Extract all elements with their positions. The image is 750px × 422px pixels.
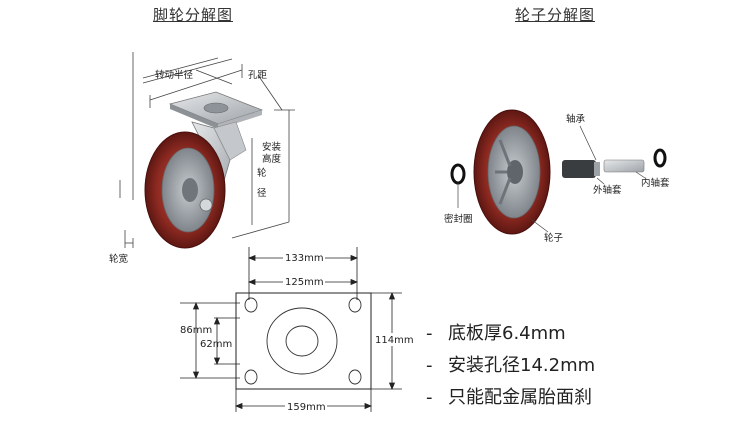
wheel-diameter-label-2: 径 [257, 187, 267, 199]
wheel-exploded-title: 轮子分解图 [515, 6, 596, 24]
spec-item: -安装孔径14.2mm [426, 355, 596, 376]
swivel-radius-label: 转动半径 [155, 69, 194, 81]
install-height-label-2: 高度 [262, 153, 282, 165]
dim-86mm: 86mm [180, 325, 212, 336]
caster-dimension-lines [119, 52, 295, 248]
install-height-label-1: 安装 [262, 141, 282, 153]
inner-sleeve-label: 内轴套 [641, 177, 670, 189]
dim-62mm: 62mm [200, 339, 232, 350]
spec-mount-hole: 安装孔径14.2mm [448, 355, 596, 376]
spec-brake-note: 只能配金属胎面刹 [448, 387, 592, 408]
dim-114mm: 114mm [375, 335, 414, 346]
wheel-width-label: 轮宽 [109, 253, 129, 265]
spec-item: -底板厚6.4mm [426, 323, 566, 344]
spec-item: -只能配金属胎面刹 [426, 387, 592, 408]
bearing-label: 轴承 [566, 113, 586, 125]
dim-133mm: 133mm [285, 253, 324, 264]
dim-159mm: 159mm [287, 402, 326, 413]
mounting-plate-drawing [180, 247, 402, 412]
seal-ring-label: 密封圈 [444, 213, 473, 225]
hole-distance-label: 孔距 [248, 70, 268, 81]
caster-exploded-title: 脚轮分解图 [153, 6, 234, 24]
spec-list: -底板厚6.4mm -安装孔径14.2mm -只能配金属胎面刹 [426, 318, 595, 414]
wheel-label: 轮子 [544, 232, 564, 244]
spec-plate-thickness: 底板厚6.4mm [448, 323, 566, 344]
wheel-diameter-label-1: 轮 [257, 167, 267, 179]
caster-illustration [119, 52, 295, 249]
outer-sleeve-label: 外轴套 [593, 184, 622, 196]
wheel-exploded-illustration [450, 109, 667, 235]
dim-125mm: 125mm [285, 277, 324, 288]
